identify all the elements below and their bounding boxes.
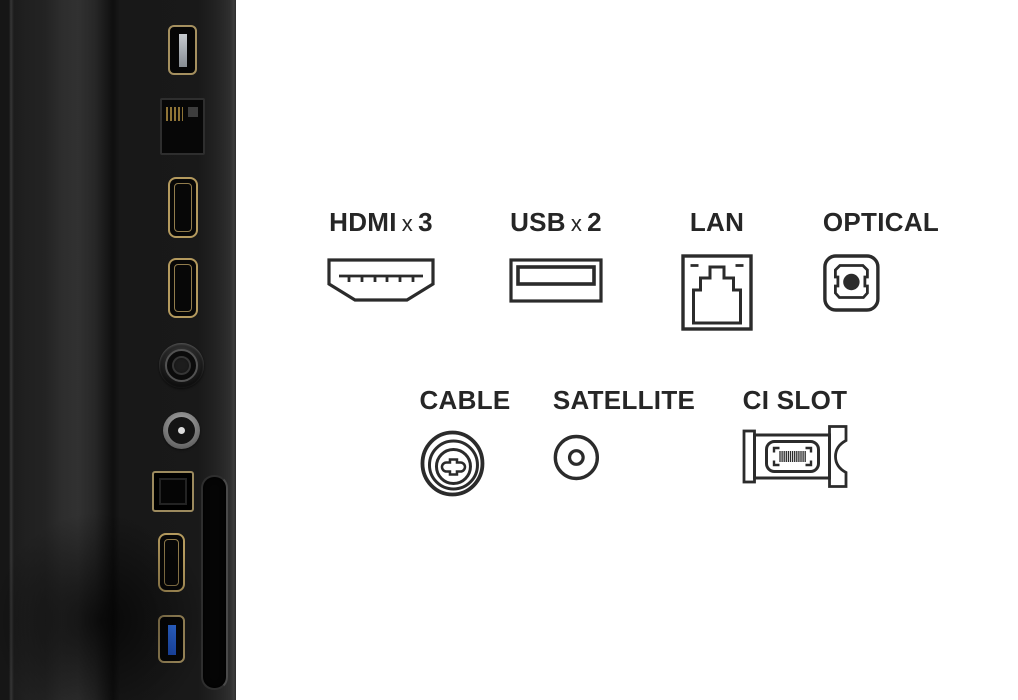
legend-cable: CABLE [419,387,510,498]
lan-port-photo [160,98,205,155]
hdmi-label-name: HDMI [329,207,397,237]
hdmi-label-times: x [401,211,414,236]
lan-label: LAN [689,207,745,237]
satellite-antenna-icon [553,434,695,481]
hdmi-port-1-photo [168,177,198,238]
cable-antenna-connector-photo [159,343,204,388]
tv-stand-shadow [0,430,290,700]
lan-port-icon [681,254,753,331]
tv-side-panel-photo [0,0,290,700]
ci-module-icon [742,424,849,489]
lan-pins [166,107,183,121]
usb-label-count: 2 [587,207,602,237]
cable-label: CABLE [419,385,511,415]
cable-connector-ring [165,349,198,382]
cable-antenna-icon [419,430,510,498]
cable-connector-core [172,356,191,375]
usb-label-name: USB [510,207,566,237]
usb-tongue [179,34,187,67]
usb-port-photo [168,25,197,75]
optical-audio-icon [823,254,939,312]
satellite-connector-pin [178,427,185,434]
legend-optical: OPTICAL [823,209,939,312]
hdmi-connector-icon [326,257,436,303]
hdmi-port-2-photo [168,258,198,318]
satellite-connector-photo [163,412,200,449]
optical-label: OPTICAL [822,207,940,237]
usb-connector-icon [509,258,603,303]
legend-lan: LAN [681,209,753,331]
lan-latch [188,107,198,117]
legend-ci-slot: CI SLOT [742,387,849,489]
hdmi-label-count: 3 [418,207,433,237]
legend-satellite: SATELLITE [553,387,695,481]
ci-slot-label: CI SLOT [742,385,848,415]
satellite-label: SATELLITE [552,385,696,415]
usb-label-times: x [570,211,583,236]
